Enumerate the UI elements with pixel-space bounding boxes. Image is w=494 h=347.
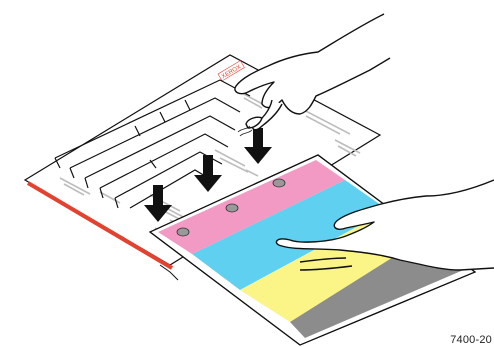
figure-number: 7400-20 [450,334,492,346]
